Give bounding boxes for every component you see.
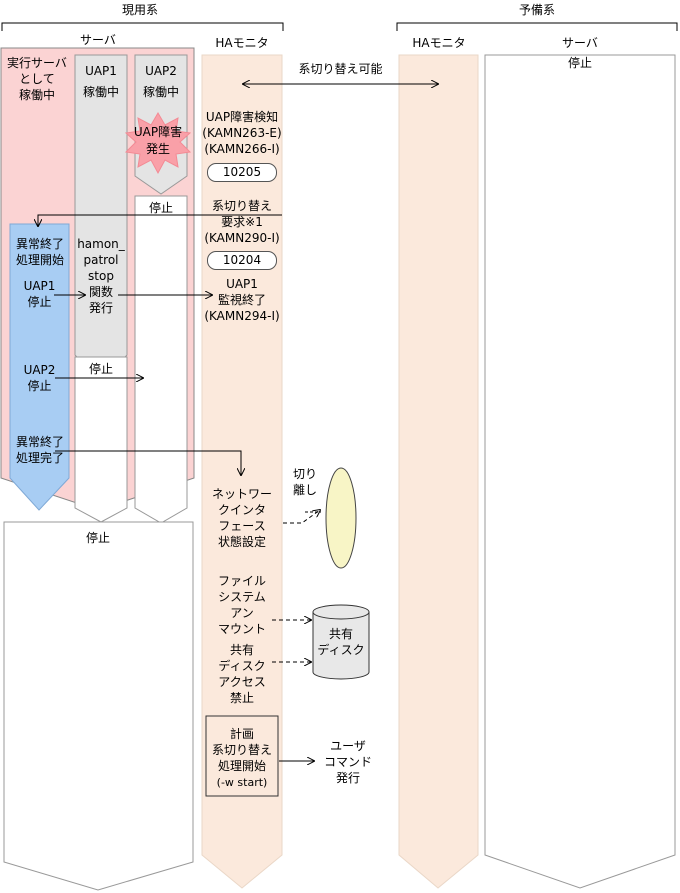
abend-start-label-2: 処理開始: [15, 253, 64, 267]
hamon-label-2: patrol: [83, 253, 119, 267]
switch-request-label-1: 系切り替え: [211, 199, 272, 213]
exec-server-label-2: として: [19, 72, 55, 86]
uap2-running: 稼働中: [142, 85, 179, 99]
uap1-monitor-label-1: UAP1: [226, 277, 258, 291]
standby-stopped-label: 停止: [567, 56, 592, 70]
planned-switch-label-2: 系切り替え: [211, 743, 272, 757]
hamon-label-1: hamon_: [77, 237, 125, 251]
hamon-label-4: 関数: [88, 285, 113, 299]
server-stopped-lane: [3, 521, 194, 891]
uap1-stop-label-1: UAP1: [23, 279, 56, 293]
isolate-label-2: 離し: [292, 483, 317, 497]
uap2-label: UAP2: [145, 64, 177, 78]
code-box-10205: 10205: [207, 163, 277, 182]
fs-label-2: システム: [218, 590, 266, 604]
exec-server-label-1: 実行サーバ: [7, 56, 67, 70]
uap1-monitor-label-3: (KAMN294-I): [204, 309, 280, 323]
exec-server-label-3: 稼働中: [18, 88, 55, 102]
abend-done-arrow: [55, 450, 241, 475]
server-standby-header: サーバ: [562, 36, 598, 50]
isolate-arrow: [283, 510, 320, 524]
network-ellipse: [325, 467, 357, 569]
uap-detect-label-3: (KAMN266-I): [204, 142, 280, 156]
server-active-header: サーバ: [80, 33, 116, 47]
abend-done-label-2: 処理完了: [15, 451, 64, 465]
code-box-10204: 10204: [207, 251, 277, 270]
user-command-label-1: ユーザ: [330, 739, 366, 753]
ha-monitor-standby-header: HAモニタ: [412, 36, 466, 50]
network-label-2: クインタ: [217, 503, 266, 517]
uap1-monitor-label-2: 監視終了: [217, 293, 266, 307]
uap2-stop-label-2: 停止: [27, 379, 52, 393]
switch-request-label-3: (KAMN290-I): [204, 231, 280, 245]
fs-label-4: マウント: [217, 622, 266, 636]
disk-label-1: 共有: [229, 643, 254, 657]
network-label-1: ネットワー: [211, 487, 272, 501]
network-label-4: 状態設定: [217, 535, 266, 549]
uap2-stop-label-1: UAP2: [23, 363, 56, 377]
standby-system-label: 予備系: [518, 3, 555, 17]
user-command-label-2: コマンド: [323, 755, 372, 769]
uap1-stopped-lane: [74, 356, 128, 523]
user-command-label-3: 発行: [335, 771, 360, 785]
fs-label-1: ファイル: [217, 574, 266, 588]
uap1-label: UAP1: [85, 64, 117, 78]
uap-failure-burst: [124, 112, 192, 175]
uap-detect-label-1: UAP障害検知: [205, 110, 279, 124]
standby-system-bracket: [396, 22, 678, 31]
uap1-running: 稼働中: [82, 85, 119, 99]
hamon-label-5: 発行: [88, 301, 113, 315]
planned-switch-label-3: 処理開始: [217, 759, 266, 773]
ha-monitor-standby-lane: [398, 54, 479, 889]
planned-switch-label-4: (-w start): [216, 776, 268, 789]
active-system-label: 現用系: [121, 3, 158, 17]
uap-detect-label-2: (KAMN263-E): [202, 126, 282, 140]
hamon-label-3: stop: [88, 269, 114, 283]
fs-label-3: アン: [230, 606, 254, 620]
uap-failure-label-2: 発生: [145, 142, 170, 156]
uap2-stopped-label: 停止: [148, 201, 173, 215]
server-standby-lane: [484, 54, 676, 889]
isolate-label-1: 切り: [292, 467, 317, 481]
disk-label-2: ディスク: [218, 659, 266, 673]
planned-switch-box: [205, 715, 279, 797]
shared-disk-label-2: ディスク: [317, 643, 365, 657]
shared-disk-icon: [312, 604, 370, 680]
switch-request-arrow: [38, 214, 282, 226]
uap1-stop-label-2: 停止: [27, 295, 52, 309]
abend-done-label-1: 異常終了: [15, 435, 64, 449]
server-stopped-label: 停止: [85, 531, 110, 545]
uap1-lane: [74, 54, 128, 384]
uap-failure-label-1: UAP障害: [133, 125, 183, 139]
planned-switch-label-1: 計画: [229, 727, 254, 741]
shared-disk-label-1: 共有: [328, 627, 353, 641]
disk-label-3: アクセス: [218, 675, 266, 689]
network-label-3: フェース: [218, 519, 266, 533]
abend-start-label-1: 異常終了: [15, 237, 64, 251]
switch-request-label-2: 要求※1: [221, 215, 263, 229]
switch-possible-label: 系切り替え可能: [298, 62, 383, 76]
disk-label-4: 禁止: [229, 691, 254, 705]
active-system-bracket: [1, 22, 284, 31]
uap2-stopped-lane: [134, 195, 188, 524]
uap1-stopped-label: 停止: [88, 362, 113, 376]
ha-monitor-active-header: HAモニタ: [215, 36, 269, 50]
